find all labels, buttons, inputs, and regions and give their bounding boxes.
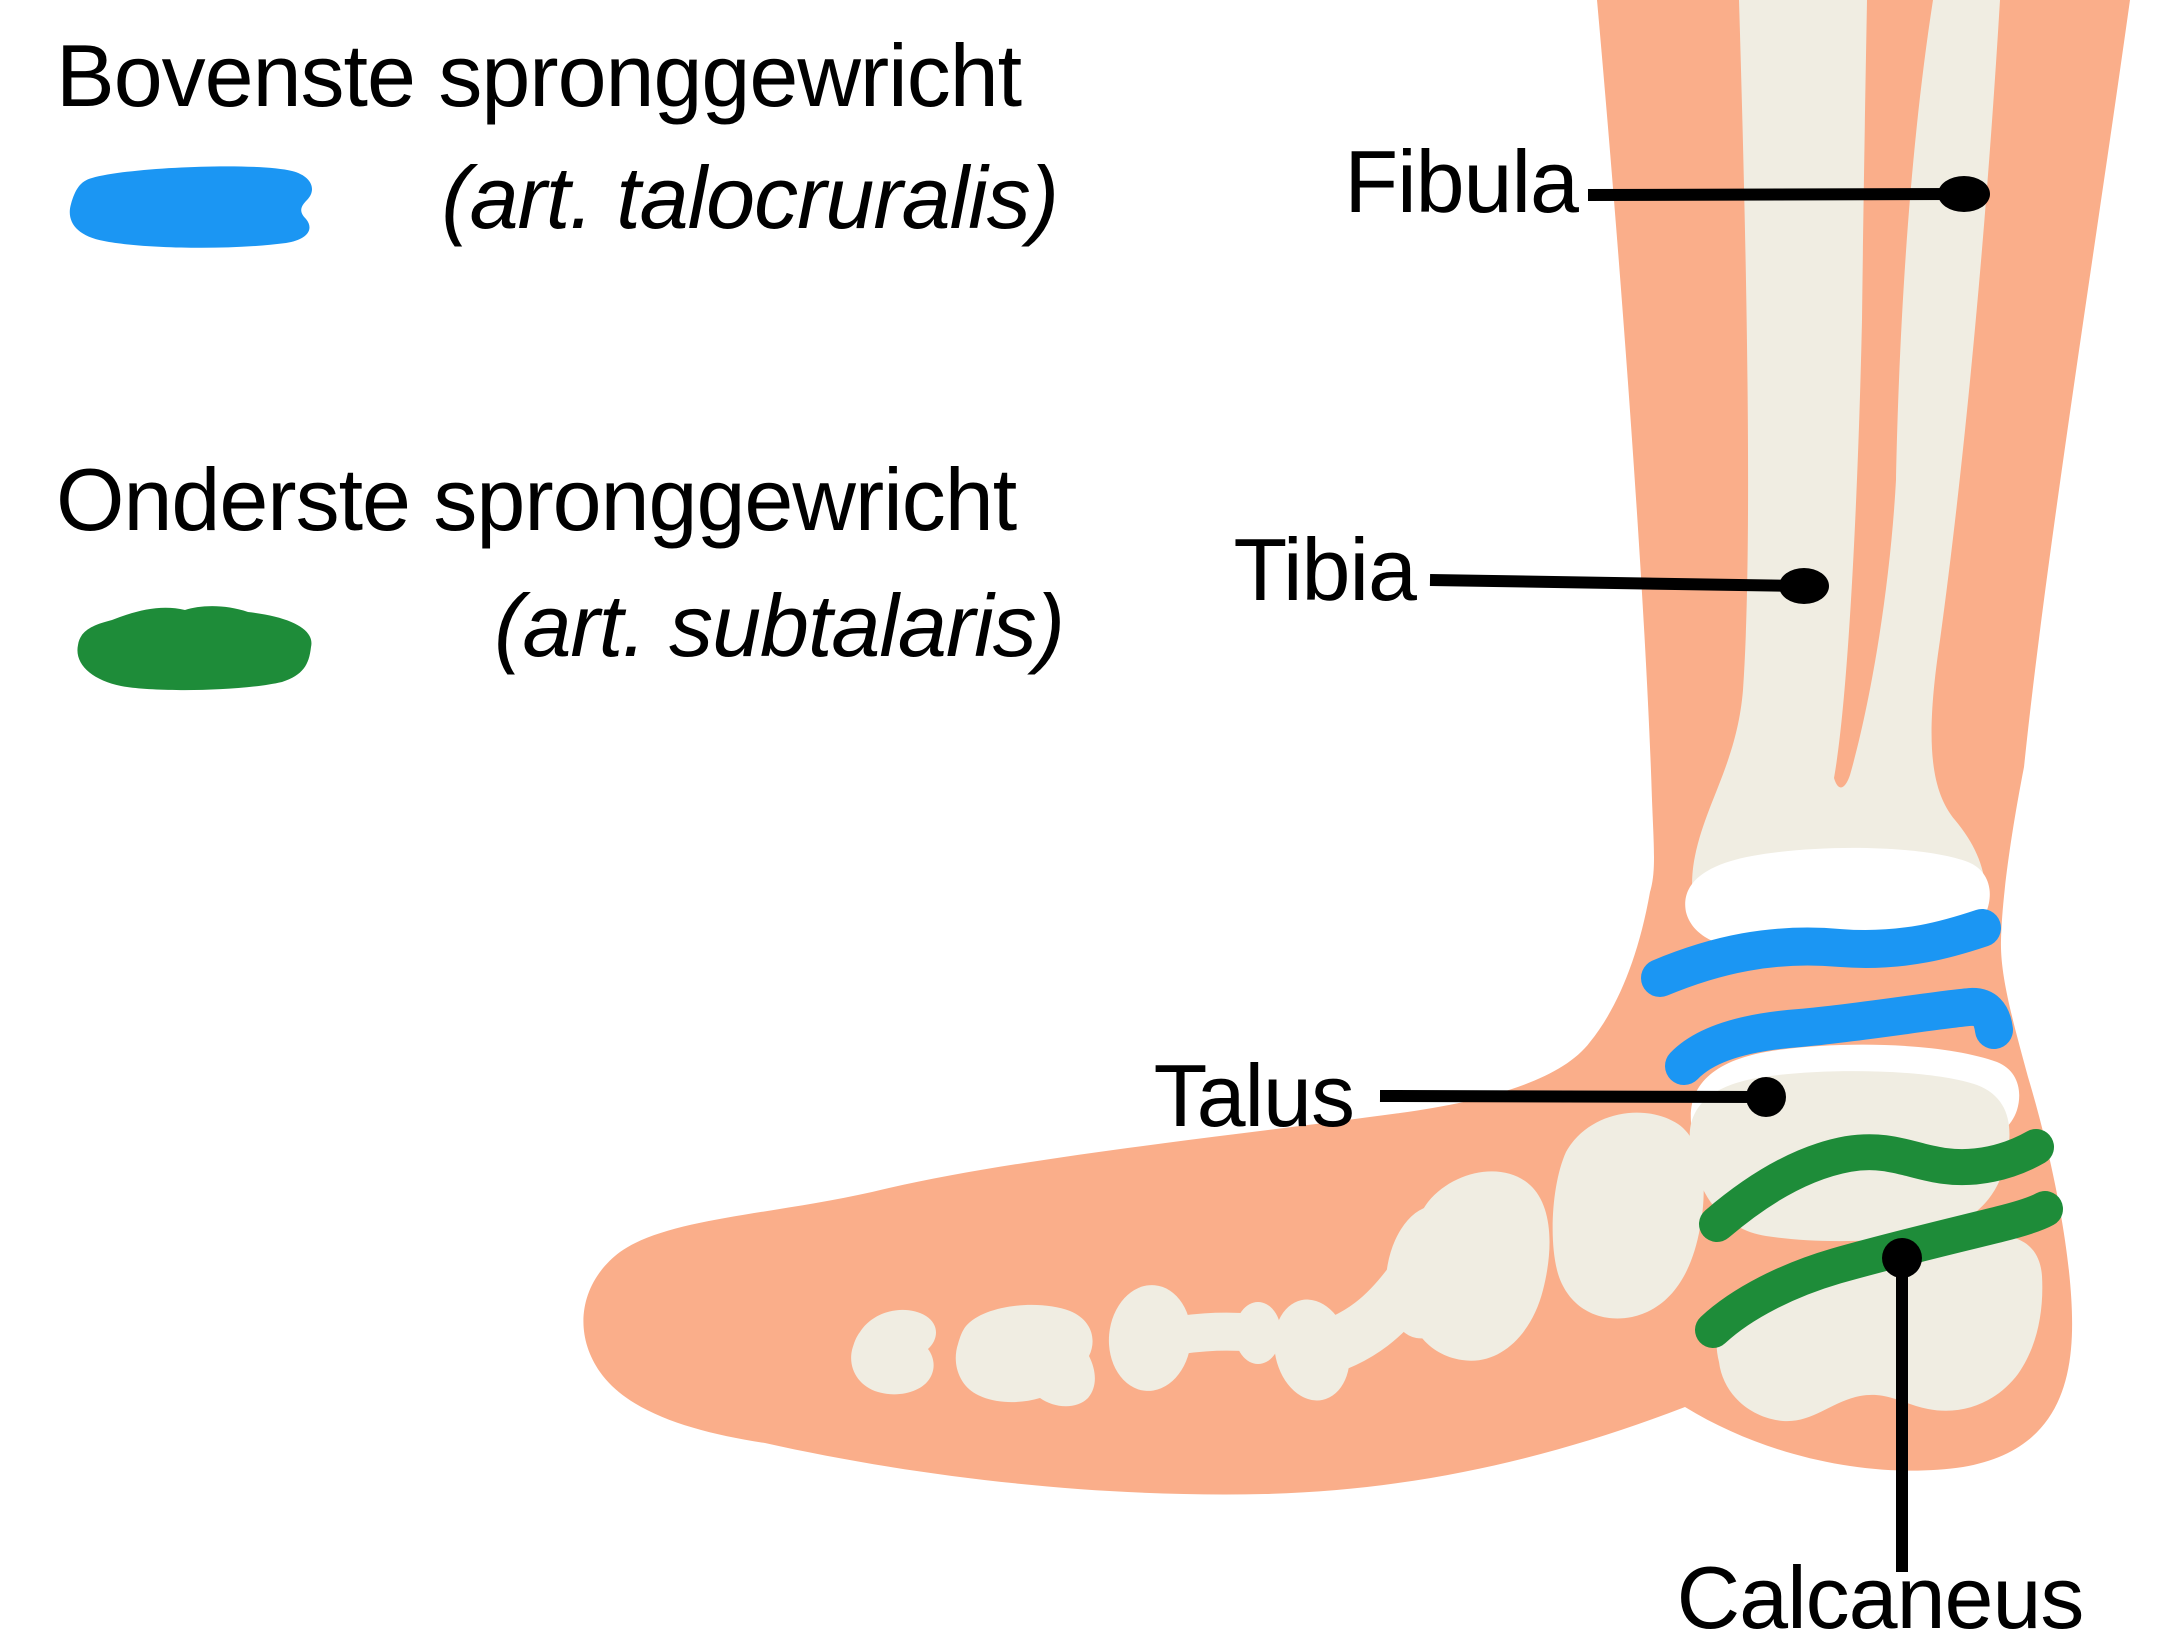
calcaneus-label: Calcaneus [1676,1548,2085,1635]
legend-upper-joint-label: Bovenste spronggewricht [56,26,1022,125]
proximal-phalanx-bone [1108,1285,1281,1391]
metatarsal-bone [1274,1205,1471,1401]
calcaneus-leader-dot [1882,1238,1922,1278]
upper-joint-marker-bottom [1665,987,2013,1085]
tibia-joint-cartilage-white [1685,847,1990,950]
tibia-fibula-bone [1692,0,2000,915]
tibia-leader-line [1429,574,1801,592]
fibula-leader-line [1587,188,1961,201]
legend-upper-joint-latin-name: (art. talocruralis) [441,148,1059,247]
distal-phalanx-bone [851,1309,936,1395]
talus-leader-dot [1746,1077,1786,1117]
upper-joint-marker-top [1641,909,2001,997]
tarsal-bone-navicular [1552,1112,1704,1319]
middle-phalanx-bone [955,1304,1095,1407]
fibula-leader-dot [1938,176,1990,212]
talus-leader-line [1379,1090,1763,1103]
tibia-leader-dot [1779,568,1829,604]
legend-lower-joint-label: Onderste spronggewricht [56,450,1017,549]
fibula-label: Fibula [1344,132,1579,231]
legend-lower-joint-latin-name: (art. subtalaris) [494,576,1065,675]
upper-joint-legend-swatch-icon [69,166,312,248]
talus-label: Talus [1153,1046,1355,1145]
lower-joint-marker-top [1699,1129,2054,1242]
tibia-label: Tibia [1233,520,1417,619]
label-leader-lines [1379,176,1990,1572]
lower-joint-legend-swatch-icon [77,606,312,691]
upper-joint-marker-strokes [1641,909,2013,1085]
